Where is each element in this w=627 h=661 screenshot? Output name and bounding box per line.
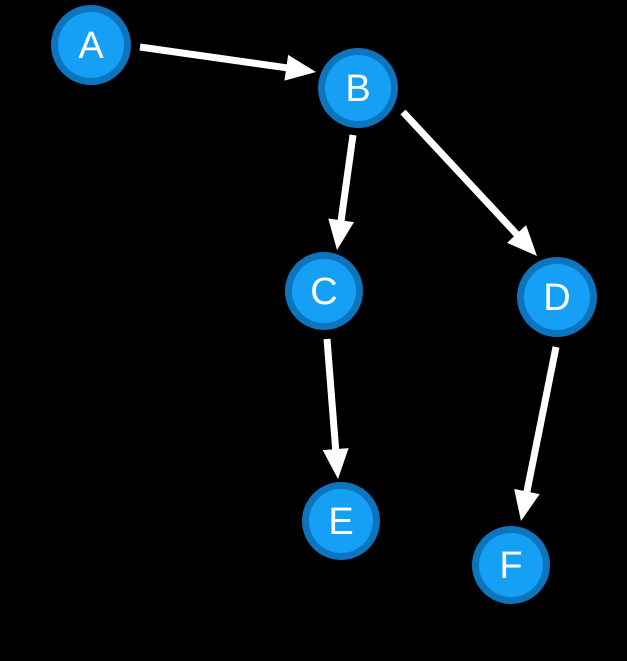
nodes-layer: A B C D E F bbox=[51, 5, 597, 604]
node-label: B bbox=[345, 68, 370, 110]
node-label: A bbox=[78, 25, 104, 67]
edge-line bbox=[400, 109, 522, 240]
edge-d-f[interactable] bbox=[514, 346, 560, 521]
graph-node-b[interactable]: B bbox=[318, 48, 398, 128]
edge-line bbox=[323, 338, 340, 454]
edge-line bbox=[522, 346, 560, 497]
node-label: C bbox=[310, 271, 337, 313]
graph-node-e[interactable]: E bbox=[302, 482, 380, 560]
node-fill bbox=[524, 264, 590, 330]
node-fill bbox=[325, 55, 391, 121]
graph-node-f[interactable]: F bbox=[472, 526, 550, 604]
arrowhead-icon bbox=[322, 448, 349, 479]
graph-node-c[interactable]: C bbox=[285, 252, 363, 330]
edge-b-c[interactable] bbox=[328, 134, 357, 250]
edge-line bbox=[139, 43, 291, 72]
arrowhead-icon bbox=[507, 225, 537, 256]
graph-node-a[interactable]: A bbox=[51, 5, 131, 85]
edge-a-b[interactable] bbox=[139, 43, 316, 81]
node-fill bbox=[309, 489, 373, 553]
arrowhead-icon bbox=[514, 489, 540, 521]
edge-c-e[interactable] bbox=[322, 338, 349, 479]
edge-line bbox=[337, 134, 357, 225]
node-fill bbox=[479, 533, 543, 597]
edges-layer bbox=[139, 43, 560, 521]
arrowhead-icon bbox=[328, 218, 355, 250]
node-label: F bbox=[499, 545, 522, 587]
node-fill bbox=[58, 12, 124, 78]
node-label: D bbox=[543, 277, 570, 319]
arrowhead-icon bbox=[284, 54, 316, 81]
edge-b-d[interactable] bbox=[400, 109, 537, 256]
node-fill bbox=[292, 259, 356, 323]
graph-node-d[interactable]: D bbox=[517, 257, 597, 337]
node-label: E bbox=[328, 501, 353, 543]
